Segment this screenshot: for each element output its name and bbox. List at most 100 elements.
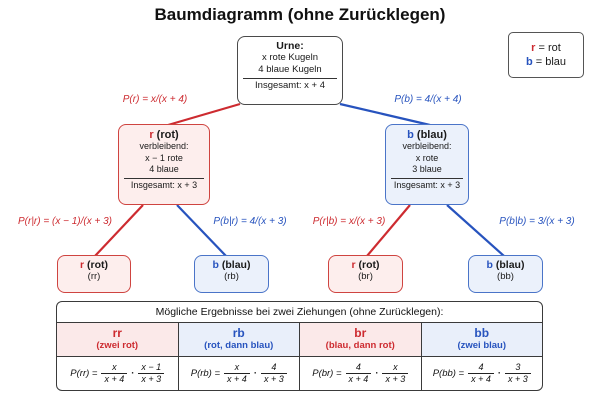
prob-label-p-br: P(b|r) = 4/(x + 3) <box>213 216 287 227</box>
leaf-node-rb: b (blau) (rb) <box>194 255 269 293</box>
leaf-rb-title: b (blau) <box>195 259 268 271</box>
legend-label-blau: blau <box>545 56 567 68</box>
prob-label-p-b: P(b) = 4/(x + 4) <box>394 94 462 105</box>
multiplication-dot: · <box>253 367 257 379</box>
formula-rr-prefix: P(rr) = <box>70 367 98 379</box>
node-b-blau: b (blau) verbleibend: x rote 3 blaue Ins… <box>385 124 469 205</box>
formula-rb-prefix: P(rb) = <box>190 367 221 379</box>
urne-title: Urne: <box>276 40 304 52</box>
header-cell-bb: bb (zwei blau) <box>421 323 542 357</box>
leaf-br-code: (br) <box>358 271 373 282</box>
node-r-total: Insgesamt: x + 3 <box>130 179 198 190</box>
header-desc-br: (blau, dann rot) <box>325 340 395 352</box>
header-key-bb: bb <box>474 326 490 341</box>
leaf-rr-title: r (rot) <box>58 259 130 271</box>
legend-symbol-r: r <box>531 42 536 54</box>
leaf-rr-name: (rot) <box>87 259 108 271</box>
node-r-name: (rot) <box>156 129 179 141</box>
page-title: Baumdiagramm (ohne Zurücklegen) <box>154 5 446 24</box>
node-b-name: (blau) <box>416 129 447 141</box>
leaf-rr-code: (rr) <box>87 271 101 282</box>
legend-equals: = <box>538 42 545 54</box>
node-r-title: r (rot) <box>119 129 209 141</box>
leaf-node-rr: r (rot) (rr) <box>57 255 131 293</box>
edge-b-to-br <box>366 204 411 257</box>
node-r-divider <box>124 177 204 179</box>
header-desc-rr: (zwei rot) <box>96 340 139 352</box>
leaf-bb-name: (blau) <box>495 259 525 271</box>
node-b-sublabel: verbleibend: <box>402 141 452 151</box>
leaf-node-bb: b (blau) (bb) <box>468 255 543 293</box>
leaf-bb-code: (bb) <box>497 271 514 282</box>
legend-item-blau: b = blau <box>509 56 583 68</box>
node-b-symbol: b <box>407 129 414 141</box>
urne-red-count: x rote Kugeln <box>262 52 318 63</box>
multiplication-dot: · <box>131 367 135 379</box>
edge-r-to-rb <box>176 204 227 257</box>
node-r-symbol: r <box>149 129 154 141</box>
leaf-bb-title: b (blau) <box>469 259 542 271</box>
results-table-header-row: rr (zwei rot) rb (rot, dann blau) br (bl… <box>57 323 542 357</box>
leaf-rr-symbol: r <box>79 259 85 271</box>
multiplication-dot: · <box>375 367 379 379</box>
legend-symbol-b: b <box>525 56 533 68</box>
edge-b-to-bb <box>446 204 505 257</box>
prob-label-p-r: P(r) = x/(x + 4) <box>122 94 188 105</box>
legend-item-rot: r = rot <box>509 42 583 54</box>
prob-label-p-rb: P(r|b) = x/(x + 3) <box>312 216 386 227</box>
header-key-rr: rr <box>112 326 122 341</box>
root-node-urne: Urne: x rote Kugeln 4 blaue Kugeln Insge… <box>237 36 343 105</box>
edge-root-to-b <box>339 102 431 127</box>
node-r-red-count: x − 1 rote <box>145 152 183 163</box>
node-r-sublabel: verbleibend: <box>139 141 189 151</box>
header-key-rb: rb <box>232 326 245 341</box>
urne-total: Insgesamt: x + 4 <box>255 80 325 91</box>
header-cell-rr: rr (zwei rot) <box>57 323 179 357</box>
header-desc-bb: (zwei blau) <box>457 340 507 352</box>
legend-label-rot: rot <box>548 42 561 54</box>
formula-bb-prefix: P(bb) = <box>432 367 465 379</box>
leaf-rb-name: (blau) <box>221 259 251 271</box>
node-b-title: b (blau) <box>386 129 468 141</box>
leaf-rb-code: (rb) <box>224 271 239 282</box>
edge-r-to-rr <box>94 204 144 257</box>
legend-box: r = rot b = blau <box>508 32 584 78</box>
node-b-red-count: x rote <box>415 152 439 163</box>
formula-br-prefix: P(br) = <box>312 367 342 379</box>
node-r-rot: r (rot) verbleibend: x − 1 rote 4 blaue … <box>118 124 210 205</box>
edge-root-to-r <box>167 102 241 127</box>
prob-label-p-rr: P(r|r) = (x − 1)/(x + 3) <box>18 216 112 227</box>
header-desc-rb: (rot, dann blau) <box>204 340 274 352</box>
node-r-blue-count: 4 blaue <box>149 164 179 174</box>
leaf-br-symbol: r <box>351 259 356 271</box>
results-table-title: Mögliche Ergebnisse bei zwei Ziehungen (… <box>57 302 542 323</box>
node-b-total: Insgesamt: x + 3 <box>393 179 461 190</box>
header-cell-rb: rb (rot, dann blau) <box>178 323 300 357</box>
leaf-br-title: r (rot) <box>329 259 402 271</box>
leaf-br-name: (rot) <box>358 259 380 271</box>
urne-divider <box>243 78 337 79</box>
node-b-blue-count: 3 blaue <box>412 164 442 174</box>
legend-equals: = <box>535 56 543 68</box>
prob-label-p-bb: P(b|b) = 3/(x + 3) <box>499 216 575 227</box>
leaf-rb-symbol: b <box>212 259 219 271</box>
urne-blue-count: 4 blaue Kugeln <box>258 64 322 75</box>
header-cell-br: br (blau, dann rot) <box>300 323 422 357</box>
multiplication-dot: · <box>497 367 502 379</box>
results-table: Mögliche Ergebnisse bei zwei Ziehungen (… <box>56 301 543 391</box>
header-key-br: br <box>354 326 367 341</box>
